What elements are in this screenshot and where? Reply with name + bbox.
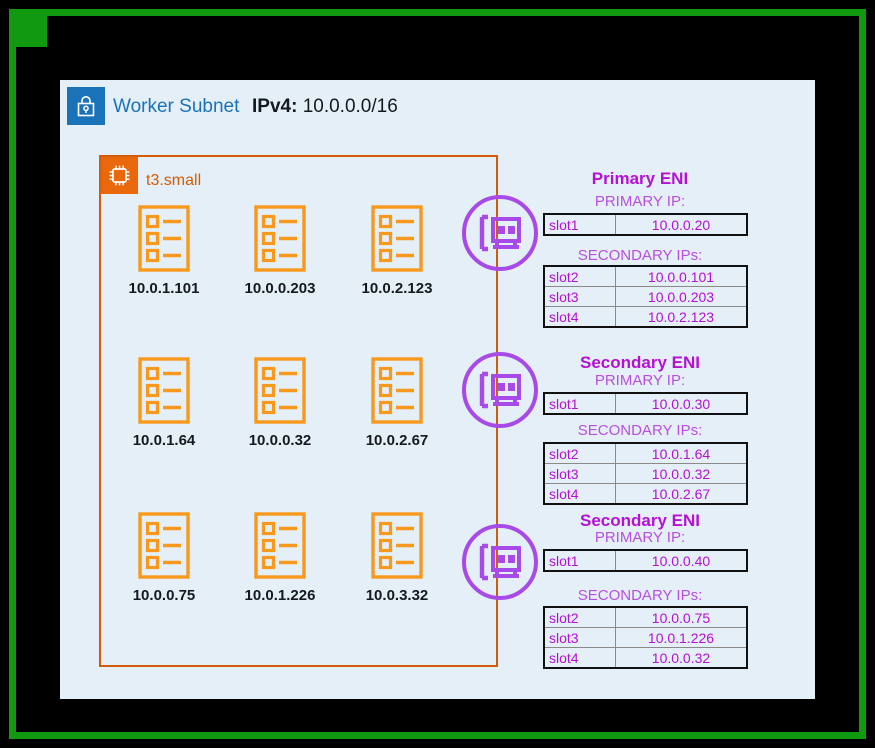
slot-cell: slot4 xyxy=(543,483,616,505)
slot-cell: slot2 xyxy=(543,442,616,464)
pod-checklist-icon xyxy=(371,512,423,579)
secondary-ips-label: SECONDARY IPs: xyxy=(577,247,703,264)
slot-cell: slot1 xyxy=(543,213,616,236)
ip-cell: 10.0.0.30 xyxy=(615,392,748,415)
pod-ip-label: 10.0.2.67 xyxy=(365,432,429,449)
slot-cell: slot3 xyxy=(543,627,616,648)
pod-ip-label: 10.0.0.203 xyxy=(244,280,316,297)
ip-cell: 10.0.1.226 xyxy=(615,627,748,648)
eni-title: Secondary ENI xyxy=(580,353,700,372)
ip-cell: 10.0.0.32 xyxy=(615,647,748,669)
pod-checklist-icon xyxy=(138,205,190,272)
slot-cell: slot1 xyxy=(543,392,616,415)
slot-cell: slot1 xyxy=(543,549,616,572)
pod-checklist-icon xyxy=(371,205,423,272)
ip-cell: 10.0.2.67 xyxy=(615,483,748,505)
ip-cell: 10.0.0.203 xyxy=(615,286,748,307)
ip-cell: 10.0.0.75 xyxy=(615,606,748,628)
ip-cell: 10.0.2.123 xyxy=(615,306,748,328)
subnet-cidr-label: IPv4: xyxy=(252,96,298,117)
pod-checklist-icon xyxy=(254,357,306,424)
pod-ip-label: 10.0.2.123 xyxy=(361,280,433,297)
slot-cell: slot4 xyxy=(543,306,616,328)
ip-cell: 10.0.0.40 xyxy=(615,549,748,572)
cpu-chip-icon xyxy=(101,157,138,194)
pod-ip-label: 10.0.1.101 xyxy=(128,280,200,297)
primary-ip-label: PRIMARY IP: xyxy=(594,529,686,546)
network-interface-icon xyxy=(460,350,540,430)
eni-title: Primary ENI xyxy=(591,169,689,188)
primary-ip-label: PRIMARY IP: xyxy=(594,372,686,389)
lock-icon xyxy=(67,87,105,125)
subnet-cidr-value: 10.0.0.0/16 xyxy=(302,96,398,117)
pod-checklist-icon xyxy=(254,512,306,579)
slot-cell: slot3 xyxy=(543,463,616,484)
pod-ip-label: 10.0.3.32 xyxy=(365,587,429,604)
pod-checklist-icon xyxy=(371,357,423,424)
selection-frame xyxy=(9,9,866,739)
subnet-cidr: IPv4: 10.0.0.0/16 xyxy=(252,96,398,118)
network-interface-icon xyxy=(460,193,540,273)
eni-title: Secondary ENI xyxy=(580,511,700,530)
pod-checklist-icon xyxy=(138,512,190,579)
selection-handle[interactable] xyxy=(9,9,47,47)
pod-checklist-icon xyxy=(254,205,306,272)
pod-ip-label: 10.0.0.75 xyxy=(132,587,196,604)
instance-box xyxy=(99,155,498,667)
slot-cell: slot4 xyxy=(543,647,616,669)
ip-cell: 10.0.1.64 xyxy=(615,442,748,464)
ip-cell: 10.0.0.101 xyxy=(615,265,748,287)
pod-ip-label: 10.0.0.32 xyxy=(248,432,312,449)
ip-cell: 10.0.0.32 xyxy=(615,463,748,484)
pod-ip-label: 10.0.1.64 xyxy=(132,432,196,449)
slot-cell: slot2 xyxy=(543,606,616,628)
secondary-ips-label: SECONDARY IPs: xyxy=(577,422,703,439)
secondary-ips-label: SECONDARY IPs: xyxy=(577,587,703,604)
worker-subnet-panel xyxy=(60,80,815,699)
subnet-title: Worker Subnet xyxy=(113,96,240,117)
pod-ip-label: 10.0.1.226 xyxy=(244,587,316,604)
pod-checklist-icon xyxy=(138,357,190,424)
slot-cell: slot3 xyxy=(543,286,616,307)
ip-cell: 10.0.0.20 xyxy=(615,213,748,236)
network-interface-icon xyxy=(460,522,540,602)
instance-type-label: t3.small xyxy=(146,172,202,189)
slot-cell: slot2 xyxy=(543,265,616,287)
primary-ip-label: PRIMARY IP: xyxy=(594,193,686,210)
